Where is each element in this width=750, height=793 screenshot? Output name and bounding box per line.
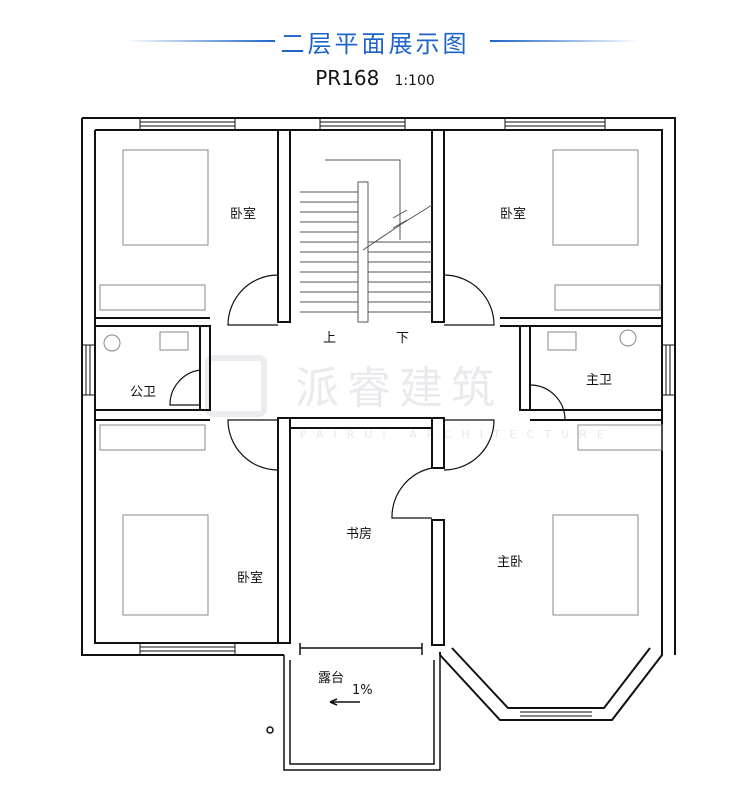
plan-subtitle: PR168 1:100 <box>0 66 750 90</box>
watermark-logo-icon <box>205 355 267 417</box>
header-line-left <box>125 40 275 42</box>
furniture <box>99 149 663 616</box>
stair-down-label: 下 <box>396 331 409 346</box>
interior-walls <box>95 129 662 646</box>
stair-up-label: 上 <box>323 331 336 346</box>
terrace-slope: 1% <box>352 683 373 698</box>
label-master-bedroom: 主卧 <box>497 555 523 570</box>
terrace <box>266 643 441 771</box>
label-bedroom-top-left: 卧室 <box>230 206 256 222</box>
staircase <box>300 159 433 323</box>
label-public-bath: 公卫 <box>130 385 156 400</box>
label-study: 书房 <box>346 526 372 542</box>
label-bedroom-top-right: 卧室 <box>500 206 526 222</box>
page-title: 二层平面展示图 <box>280 30 470 58</box>
plan-code: PR168 <box>315 66 380 90</box>
label-terrace: 露台 <box>318 671 344 686</box>
label-master-bath: 主卫 <box>586 373 612 388</box>
plan-scale: 1:100 <box>394 73 435 89</box>
windows <box>82 118 675 717</box>
doors <box>169 274 566 519</box>
header-line-right <box>490 40 640 42</box>
watermark-text: 派睿建筑 <box>295 363 503 414</box>
label-bedroom-bottom-left: 卧室 <box>237 570 263 586</box>
watermark-subtext: PAIRUI ARCHITECTURE <box>300 428 614 441</box>
